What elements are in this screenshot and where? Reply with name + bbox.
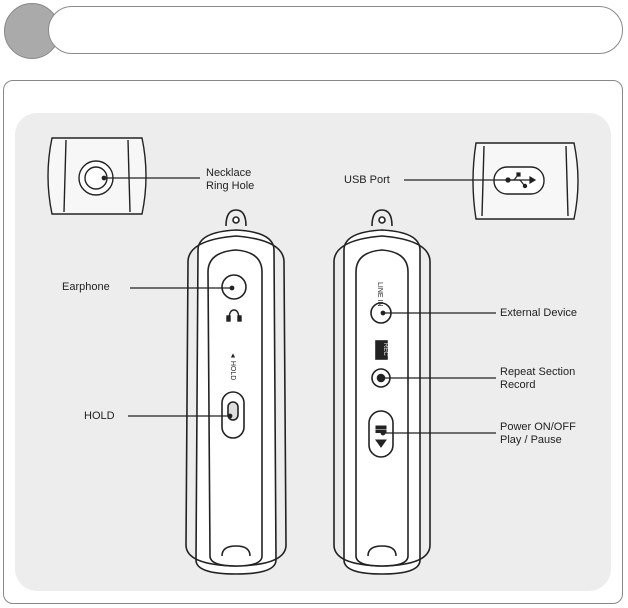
label-repeat-section-record: Repeat Section Record (500, 366, 575, 392)
hold-mark-text: ◄ HOLD (229, 352, 236, 380)
label-power-play-pause: Power ON/OFF Play / Pause (500, 421, 576, 447)
label-hold: HOLD (84, 410, 115, 423)
device-left (186, 210, 286, 574)
line-in-text: LINE IN (376, 282, 383, 307)
label-earphone: Earphone (62, 281, 110, 294)
rec-text: REC (382, 343, 388, 356)
leader-lines (102, 176, 520, 435)
label-external-device: External Device (500, 307, 577, 320)
usb-port-view (473, 143, 578, 219)
label-usb-port: USB Port (344, 174, 390, 187)
label-necklace-ring-hole: Necklace Ring Hole (206, 167, 254, 193)
necklace-ring-view (48, 138, 146, 214)
device-right (334, 210, 430, 574)
